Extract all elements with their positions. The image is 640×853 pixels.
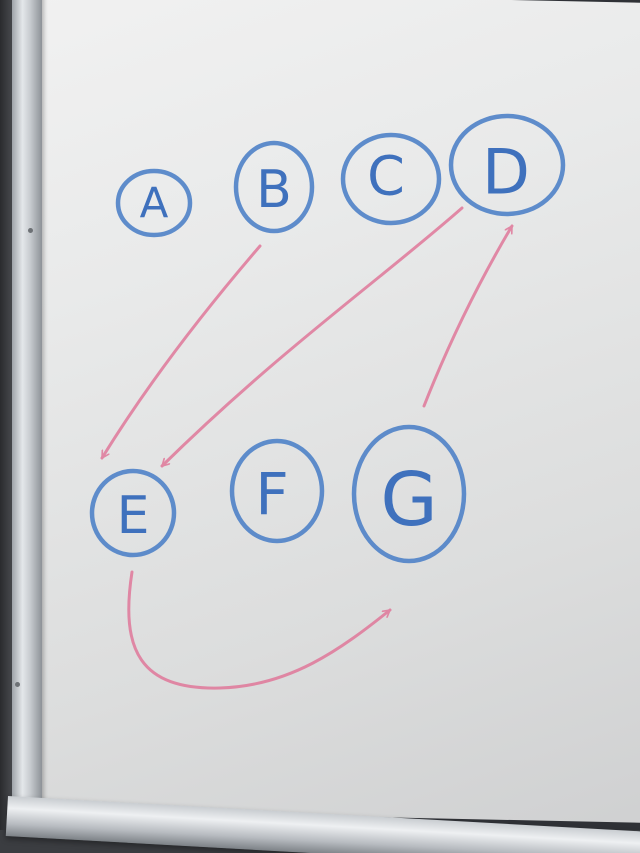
frame-screw — [28, 228, 33, 233]
edge-E-G — [127, 570, 392, 690]
node-F: F — [229, 438, 325, 544]
node-A: A — [115, 168, 193, 238]
edge-D-E — [160, 206, 464, 468]
node-C: C — [340, 132, 442, 226]
nodes-layer: A B C D E F G — [89, 113, 566, 564]
node-E: E — [89, 468, 177, 558]
node-label-G: G — [380, 457, 437, 543]
node-D: D — [448, 113, 566, 217]
node-label-D: D — [482, 136, 530, 209]
node-label-B: B — [256, 160, 292, 220]
edge-G-D — [422, 224, 514, 408]
frame-screw — [15, 682, 20, 687]
node-label-A: A — [140, 179, 169, 228]
edge-B-E — [100, 244, 262, 460]
node-label-E: E — [117, 486, 150, 546]
node-G: G — [351, 424, 467, 564]
node-label-F: F — [255, 460, 288, 528]
node-label-C: C — [367, 145, 405, 208]
node-B: B — [233, 140, 315, 234]
edges-layer — [100, 206, 514, 690]
